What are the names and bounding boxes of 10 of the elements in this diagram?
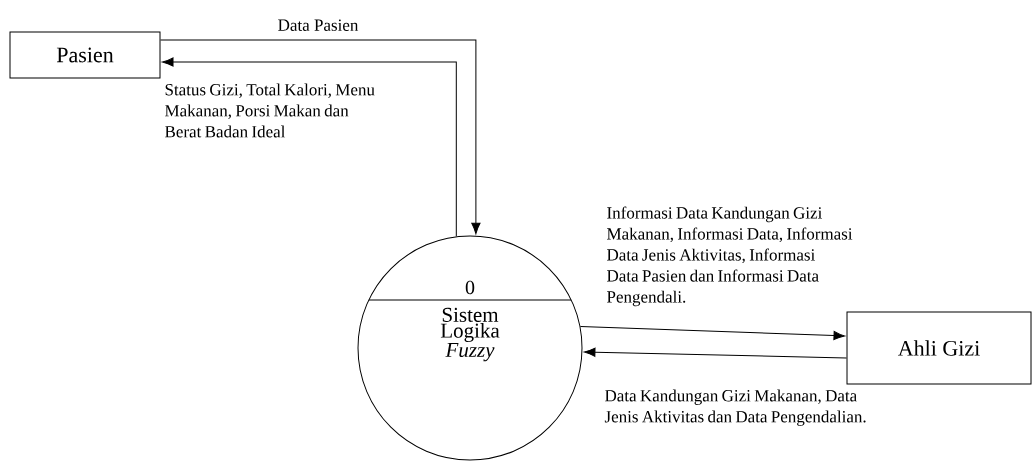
edge-label: Informasi Data Kandungan Gizi Makanan, Informasi Data, Informasi Data Jenis Aktivitas, Informasi Data Pasien dan Informasi Data Pengendali. [607, 206, 853, 307]
arrow [162, 57, 457, 237]
edge-label: Data Pasien [278, 19, 359, 31]
edge-label: Status Gizi, Total Kalori, Menu Makanan, Porsi Makan dan Berat Badan Ideal [165, 83, 375, 138]
arrow [579, 326, 845, 341]
arrow [160, 39, 481, 235]
edge-label: Data Kandungan Gizi Makanan, Data Jenis Aktivitas dan Data Pengendalian. [604, 389, 866, 426]
entity-box: Pasien [9, 31, 161, 79]
arrow [583, 347, 847, 359]
entity-box: Ahli Gizi [846, 311, 1032, 385]
